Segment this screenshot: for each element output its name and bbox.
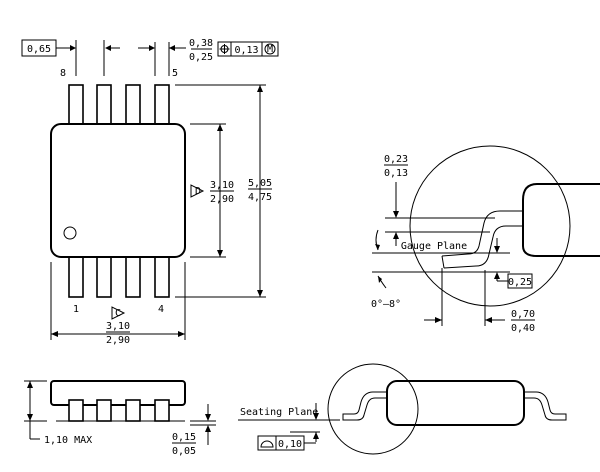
seating-lead-left — [342, 391, 387, 421]
lead-width-min: 0,25 — [189, 52, 213, 63]
body-length-max: 3,10 — [106, 321, 130, 332]
pin-3 — [125, 255, 141, 298]
side-lead-1 — [68, 399, 84, 422]
overall-width-max: 5,05 — [248, 178, 272, 189]
detail-lead — [441, 210, 523, 257]
foot-length-min: 0,40 — [511, 323, 535, 334]
pin-8-label: 8 — [60, 68, 66, 79]
gauge-plane-label: Gauge Plane — [401, 241, 467, 252]
mmc-modifier-label: M — [267, 44, 273, 55]
pin1-marker — [63, 226, 77, 240]
overall-width-min: 4,75 — [248, 192, 272, 203]
pin-8 — [68, 84, 84, 126]
side-view: 1,10 MAX 0,15 0,05 — [24, 380, 216, 457]
flatness-icon — [260, 440, 274, 448]
pin-1-label: 1 — [73, 304, 79, 315]
seating-lead-right — [524, 391, 567, 421]
detail-view: 0,23 0,13 Gauge Plane 0,25 0°–8° 0,70 — [371, 145, 600, 334]
pin-4 — [154, 255, 170, 298]
gauge-height-value: 0,25 — [508, 277, 532, 288]
body-width-max: 3,10 — [210, 180, 234, 191]
lead-width-max: 0,38 — [189, 38, 213, 49]
pin-4-label: 4 — [158, 304, 164, 315]
gauge-height-box — [507, 273, 533, 289]
pin-5 — [154, 84, 170, 126]
foot-length-max: 0,70 — [511, 309, 535, 320]
position-tolerance-value: 0,13 — [234, 45, 258, 56]
standoff-min: 0,05 — [172, 446, 196, 457]
svg-text:C: C — [115, 308, 121, 319]
pin-1 — [68, 255, 84, 298]
pin-2 — [96, 255, 112, 298]
pin-7 — [96, 84, 112, 126]
side-package-body — [50, 380, 186, 406]
datum-c-flag: C — [111, 306, 126, 320]
side-lead-4 — [154, 399, 170, 422]
position-icon — [219, 44, 230, 54]
datum-d-flag: D — [190, 184, 205, 198]
side-lead-3 — [125, 399, 141, 422]
pin-6 — [125, 84, 141, 126]
detail-package-body — [522, 183, 600, 257]
detail-circle — [409, 145, 571, 307]
seating-detail-circle — [327, 363, 419, 455]
flatness-value: 0,10 — [278, 439, 302, 450]
seating-plane-label: Seating Plane — [240, 407, 318, 418]
pitch-label: 0,65 — [27, 44, 51, 55]
lead-thickness-max: 0,23 — [384, 154, 408, 165]
top-view: 0,65 8 5 0,38 0,25 0,13 M — [21, 38, 279, 346]
seating-view: Seating Plane 0,10 — [238, 363, 567, 455]
svg-text:D: D — [195, 186, 201, 197]
body-length-min: 2,90 — [106, 335, 130, 346]
body-width-min: 2,90 — [210, 194, 234, 205]
package-body — [50, 123, 186, 258]
height-max-label: 1,10 MAX — [44, 435, 92, 446]
pin-5-label: 5 — [172, 68, 178, 79]
angle-range: 0°–8° — [371, 299, 401, 310]
mmc-modifier-icon — [264, 43, 276, 55]
lead-thickness-min: 0,13 — [384, 168, 408, 179]
seating-package-body — [386, 380, 525, 426]
position-tolerance-frame — [217, 41, 279, 57]
side-lead-2 — [96, 399, 112, 422]
standoff-max: 0,15 — [172, 432, 196, 443]
